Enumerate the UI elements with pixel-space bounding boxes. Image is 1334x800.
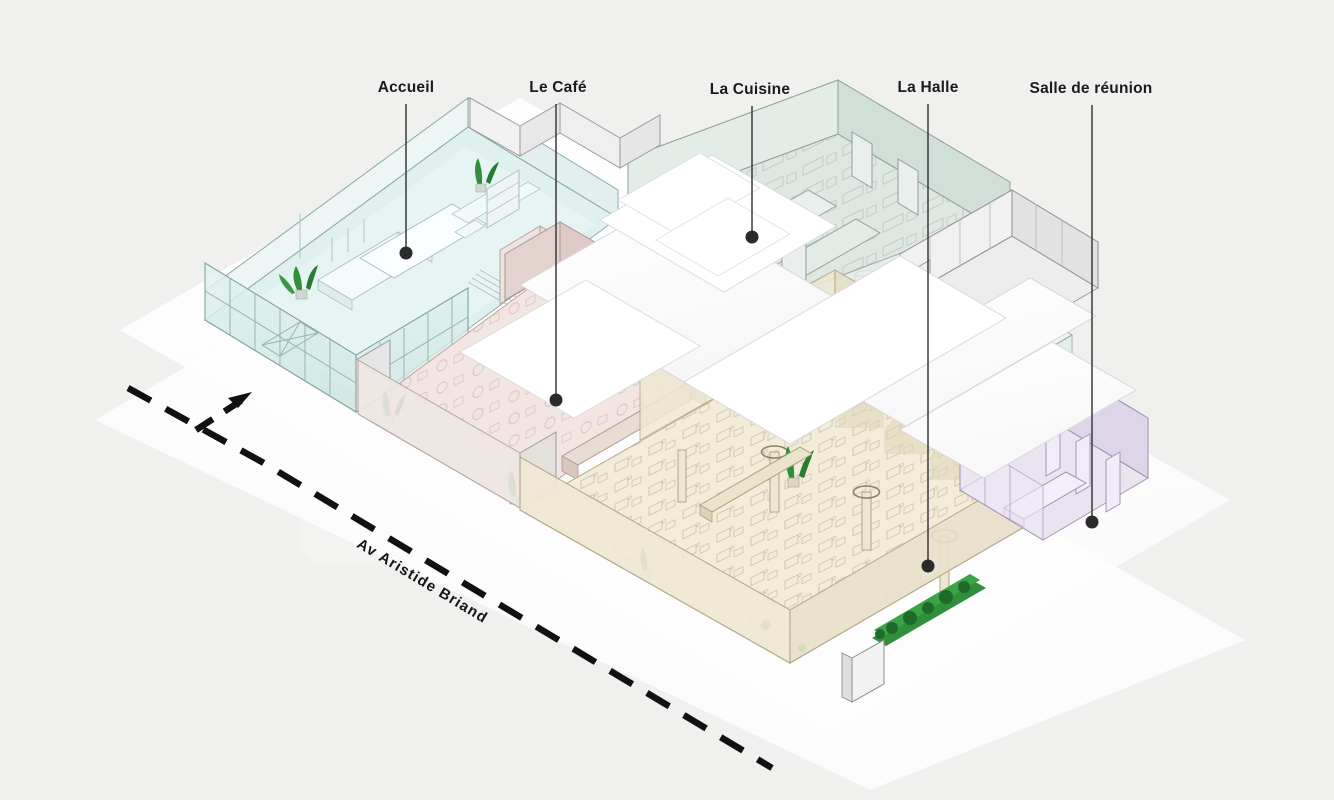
callout-salle-de-reunion[interactable]: Salle de réunion (1030, 80, 1153, 529)
leader-dot (745, 230, 759, 244)
zone-accueil (204, 97, 619, 413)
cafe-south-facade (357, 359, 521, 509)
label-salle-de-reunion: Salle de réunion (1030, 80, 1153, 97)
roof-planes (458, 152, 1138, 479)
plant-accueil-2 (475, 158, 499, 193)
entrance-arrow-line (194, 397, 244, 433)
corner-pilaster-side (841, 652, 853, 703)
kitchen-doors (851, 131, 919, 216)
street-dashed-line (126, 385, 774, 771)
plant-accueil (279, 265, 318, 300)
leader-dot (921, 559, 935, 573)
leader-dot (549, 393, 563, 407)
northwest-volumes (469, 97, 661, 169)
entrance-door (261, 321, 319, 357)
shelving (486, 169, 520, 229)
halle-service-counter (699, 446, 813, 523)
callout-le-cafe[interactable]: Le Café (529, 79, 587, 407)
label-accueil: Accueil (378, 79, 435, 96)
callout-la-cuisine[interactable]: La Cuisine (710, 81, 791, 244)
wall-panels (299, 214, 365, 262)
railing (467, 269, 521, 306)
label-le-cafe: Le Café (529, 79, 587, 96)
label-la-halle: La Halle (897, 79, 958, 96)
callout-la-halle[interactable]: La Halle (897, 79, 958, 573)
leader-dot (399, 246, 413, 260)
label-la-cuisine: La Cuisine (710, 81, 791, 98)
annotation-layer: Accueil Le Café La Cuisine La Halle (378, 79, 1153, 573)
planter-hedge (872, 574, 986, 646)
leader-dot (1085, 515, 1099, 529)
callout-accueil[interactable]: Accueil (378, 79, 435, 260)
entrance-arrow-head (228, 392, 252, 408)
